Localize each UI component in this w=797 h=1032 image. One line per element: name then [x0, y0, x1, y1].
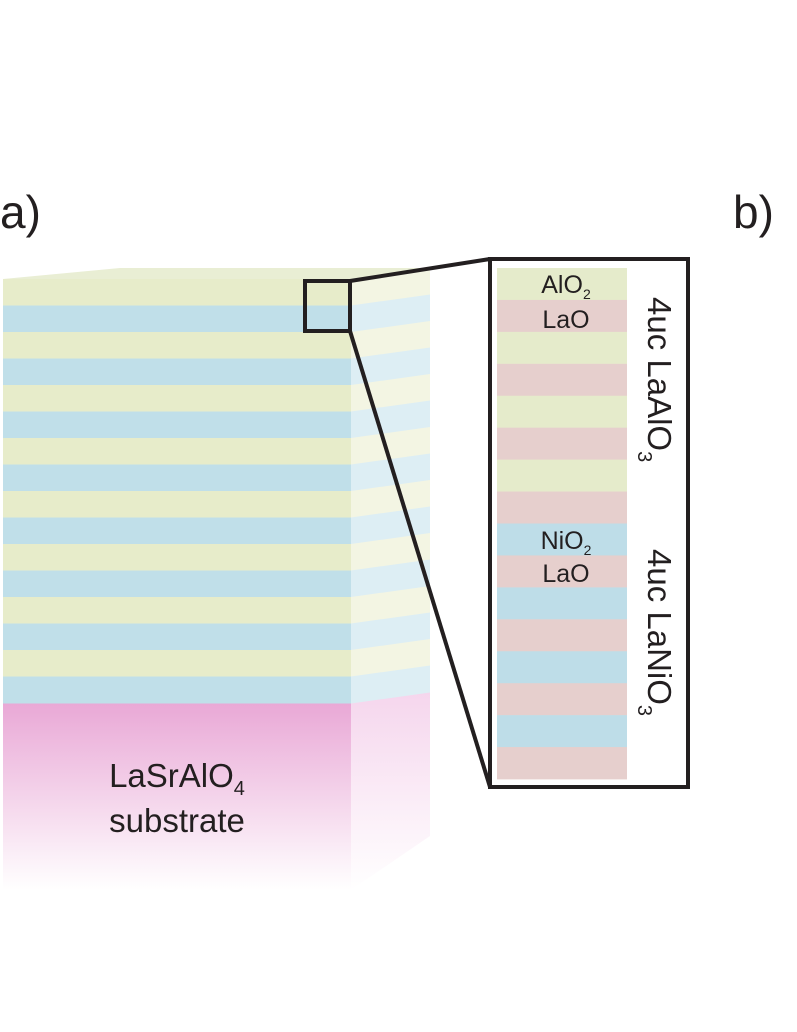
front-stripe-yellow	[3, 650, 351, 677]
zoom-layer-lao	[497, 427, 627, 461]
layer-label-nio2: NiO2	[541, 527, 592, 558]
front-stripe-blue	[3, 411, 351, 439]
front-stripe-blue	[3, 464, 351, 492]
zoom-layer-alo2	[497, 331, 627, 365]
front-stripe-yellow	[3, 332, 351, 359]
front-stripe-blue	[3, 623, 351, 651]
front-stripe-blue	[3, 676, 351, 704]
side-stripe-blue	[351, 506, 430, 545]
zoom-connector-top	[349, 257, 491, 283]
stack-side-face	[351, 268, 430, 704]
side-stripe-blue	[351, 559, 430, 598]
side-stripe-yellow	[351, 586, 430, 624]
side-stripe-blue	[351, 665, 430, 704]
side-stripe-blue	[351, 400, 430, 439]
side-stripe-yellow	[351, 639, 430, 677]
zoom-layer-lao	[497, 747, 627, 780]
zoom-layer-lao	[497, 619, 627, 652]
side-stripe-yellow	[351, 321, 430, 359]
zoom-layer-nio2	[497, 587, 627, 620]
zoom-connector-bottom	[348, 330, 492, 788]
zoom-layer-nio2	[497, 715, 627, 748]
zoom-layer-lao	[497, 555, 627, 588]
zoom-layer-nio2	[497, 523, 627, 556]
substrate-side-face	[351, 649, 430, 890]
layer-label-lao-bottom: LaO	[542, 560, 589, 588]
front-stripe-blue	[3, 570, 351, 598]
substrate-block	[3, 649, 430, 890]
layer-label-alo2: AlO2	[541, 271, 591, 302]
zoom-layer-alo2	[497, 459, 627, 492]
zoom-layer-alo2	[497, 395, 627, 429]
front-stripe-yellow	[3, 544, 351, 571]
front-stripe-blue	[3, 305, 351, 333]
stack-top-face	[3, 268, 430, 279]
side-stripe-blue	[351, 612, 430, 651]
label-laalo3-block: 4uc LaAlO3	[633, 297, 678, 462]
zoom-layer-lao	[497, 299, 627, 333]
zoom-layer-lao	[497, 491, 627, 524]
side-stripe-blue	[351, 294, 430, 333]
side-stripe-yellow	[351, 533, 430, 571]
zoom-frame	[488, 257, 690, 789]
front-stripe-blue	[3, 517, 351, 545]
panel-label-b: b)	[733, 186, 774, 238]
zoom-layer-alo2	[497, 268, 627, 301]
front-stripe-yellow	[3, 279, 351, 306]
substrate-front-face	[3, 703, 351, 890]
side-stripe-blue	[351, 347, 430, 386]
front-stripe-yellow	[3, 438, 351, 465]
zoom-marker-box	[303, 279, 352, 333]
zoom-layer-lao	[497, 683, 627, 716]
zoom-layer-lao	[497, 363, 627, 397]
label-lanio3-block: 4uc LaNiO3	[633, 549, 678, 716]
zoom-layer-nio2	[497, 651, 627, 684]
front-stripe-blue	[3, 358, 351, 386]
layer-label-lao-top: LaO	[542, 306, 589, 334]
panel-label-a: a)	[0, 186, 41, 238]
side-stripe-yellow	[351, 427, 430, 465]
front-stripe-yellow	[3, 385, 351, 412]
substrate-formula-label: LaSrAlO4	[109, 757, 245, 800]
front-stripe-yellow	[3, 597, 351, 624]
front-stripe-yellow	[3, 491, 351, 518]
zoomed-layer-sequence	[497, 268, 627, 780]
substrate-word-label: substrate	[109, 802, 245, 839]
stack-front-face	[3, 279, 351, 704]
side-stripe-blue	[351, 453, 430, 492]
side-stripe-yellow	[351, 480, 430, 518]
